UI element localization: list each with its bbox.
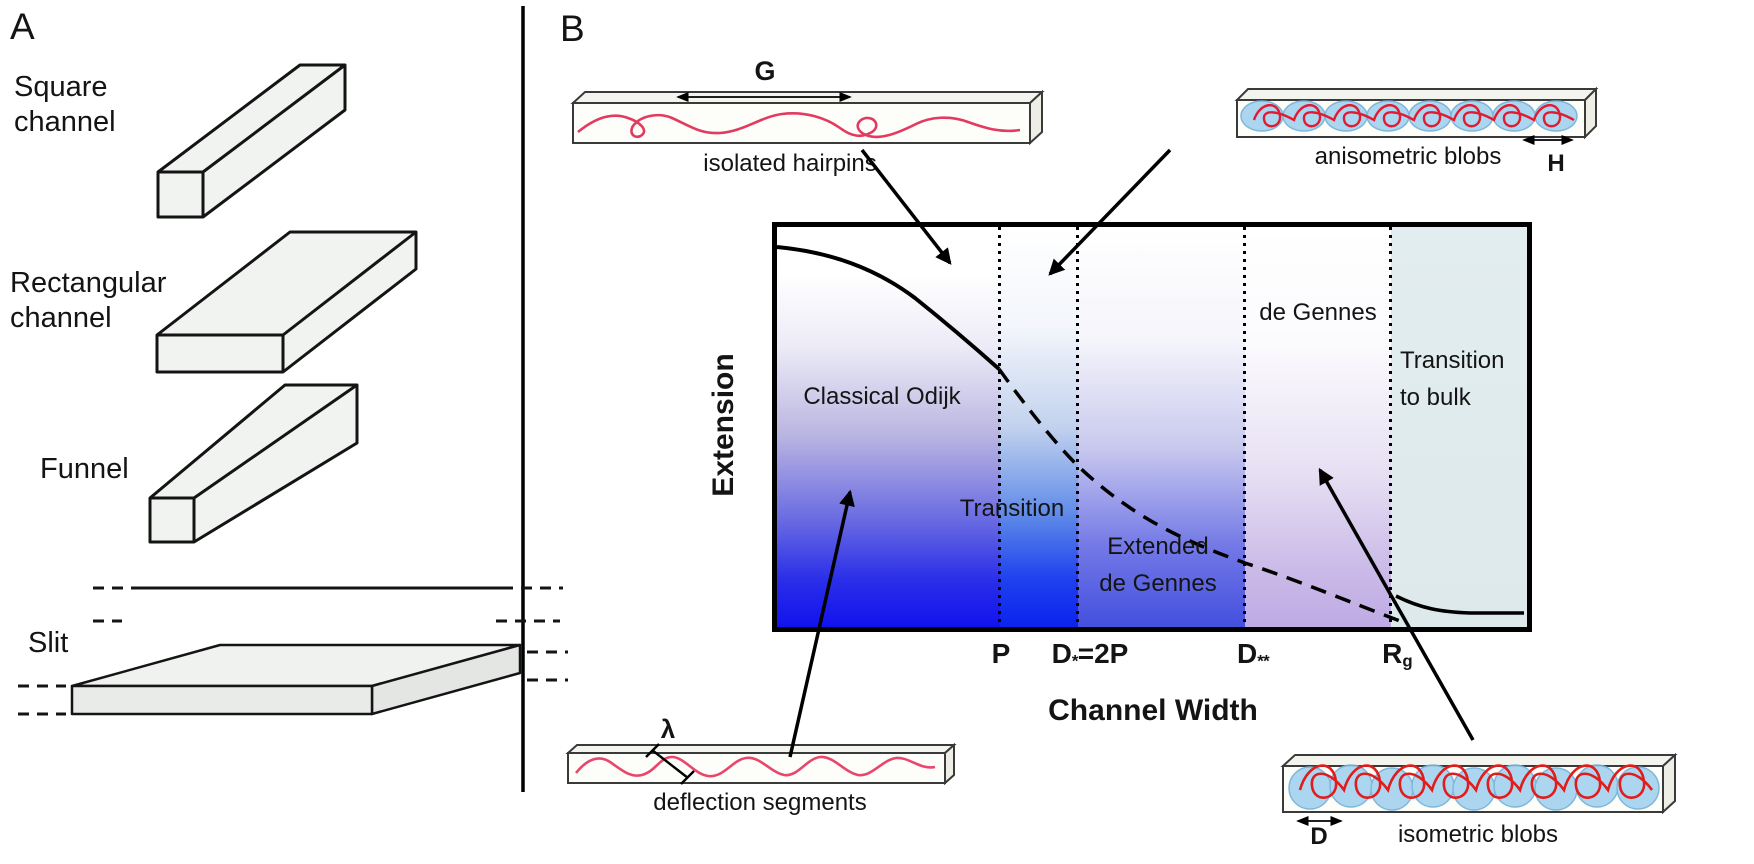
isolated-hairpins-caption: isolated hairpins xyxy=(703,150,877,177)
rectangular-channel-label: Rectangular channel xyxy=(10,267,167,334)
tick-base: D xyxy=(1051,638,1072,669)
tick-base: R xyxy=(1382,638,1403,669)
deflection-channel xyxy=(565,742,957,786)
boundary-line-Rg xyxy=(1389,227,1392,627)
region-label-transition: Transition xyxy=(959,495,1065,522)
tick-sub: g xyxy=(1402,651,1412,671)
lambda-measure-ticks xyxy=(645,743,695,785)
tick-sub: * xyxy=(1071,651,1079,671)
isometric-polymer xyxy=(1298,764,1654,799)
region-label-extended-de-gennes: Extended de Gennes xyxy=(1099,533,1217,597)
arrow-anisometric-blobs xyxy=(1048,148,1172,276)
x-axis-label: Channel Width xyxy=(1048,694,1258,727)
region-label-transition-to-bulk: Transition to bulk xyxy=(1400,347,1505,411)
region-label-classical-odijk: Classical Odijk xyxy=(803,383,961,410)
regime-diagram xyxy=(772,222,1532,632)
tick-Dstar-2P: D*=2P xyxy=(1052,638,1129,672)
tick-rest: =2P xyxy=(1077,638,1129,669)
square-channel-label: Square channel xyxy=(14,71,116,138)
square-channel-shape xyxy=(156,63,347,219)
region-classical-odijk-bg xyxy=(777,227,1000,627)
tick-Dstarstar: D** xyxy=(1237,638,1270,672)
funnel-shape xyxy=(148,383,359,544)
anisometric-blobs-shapes xyxy=(1240,100,1578,132)
deflection-segments-caption: deflection segments xyxy=(653,789,867,816)
arrow-deflection-segments xyxy=(788,489,855,758)
tick-base: P xyxy=(991,638,1011,669)
region-label-de-gennes: de Gennes xyxy=(1259,299,1377,326)
region-transition-to-bulk-bg xyxy=(1391,227,1527,627)
extension-curve-dashed xyxy=(997,367,1401,623)
h-dimension-label: H xyxy=(1547,150,1565,177)
rectangular-channel-shape xyxy=(155,230,418,374)
arrow-isolated-hairpins xyxy=(860,148,952,265)
g-dimension-label: G xyxy=(754,56,776,86)
tick-P: P xyxy=(992,638,1011,672)
region-transition-bg xyxy=(1000,227,1078,627)
slit-shape xyxy=(18,586,568,716)
tick-Rg: Rg xyxy=(1382,638,1412,672)
bulk-plateau-curve xyxy=(1395,594,1524,615)
y-axis-label: Extension xyxy=(707,353,740,497)
extension-curve-solid xyxy=(776,245,1001,371)
anisometric-polymer xyxy=(1252,104,1575,128)
tick-base: D xyxy=(1237,638,1258,669)
hairpins-polymer xyxy=(577,112,1021,139)
tick-sub: ** xyxy=(1257,651,1269,671)
panel-a-label: A xyxy=(10,6,35,47)
arrow-isometric-blobs xyxy=(1318,467,1475,741)
slit-label: Slit xyxy=(28,627,69,659)
isometric-blobs-caption: isometric blobs xyxy=(1397,821,1559,848)
d-dimension-label: D xyxy=(1310,823,1328,850)
boundary-line-Dstarstar xyxy=(1243,227,1246,627)
panel-b-label: B xyxy=(560,8,585,49)
lambda-dimension-label: λ xyxy=(660,714,676,744)
deflection-polymer xyxy=(574,755,936,778)
anisometric-blobs-caption: anisometric blobs xyxy=(1314,143,1502,170)
region-degennes-bg xyxy=(1245,227,1391,627)
region-extended-degennes-bg xyxy=(1078,227,1245,627)
boundary-line-Dstar xyxy=(1076,227,1079,627)
funnel-label: Funnel xyxy=(40,453,129,485)
boundary-line-P xyxy=(998,227,1001,627)
